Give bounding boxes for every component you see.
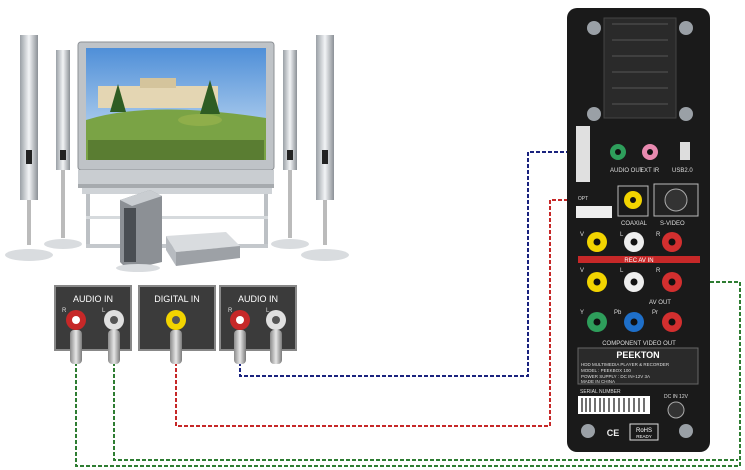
svg-text:L: L bbox=[102, 308, 106, 314]
svg-text:R: R bbox=[228, 308, 233, 314]
ext-ir-label: EXT IR bbox=[640, 168, 660, 174]
svg-text:V: V bbox=[580, 232, 584, 238]
speaker-far-left bbox=[5, 35, 53, 261]
svg-text:R: R bbox=[656, 268, 661, 274]
svg-text:R: R bbox=[62, 308, 67, 314]
s-video-label: S-VIDEO bbox=[660, 221, 685, 227]
screw bbox=[581, 424, 595, 438]
svg-text:MODEL : PEEKBOX 100: MODEL : PEEKBOX 100 bbox=[581, 368, 631, 373]
svg-text:OPT: OPT bbox=[578, 196, 588, 202]
av-out-label: AV OUT bbox=[649, 300, 671, 306]
brand-logo: PEEKTON bbox=[616, 350, 659, 360]
coaxial-label: COAXIAL bbox=[621, 221, 648, 227]
rec-av-in-label: REC AV IN bbox=[624, 258, 653, 264]
svg-text:RoHS: RoHS bbox=[636, 428, 652, 434]
optical-logo bbox=[576, 206, 612, 218]
svg-text:MADE IN CHINA: MADE IN CHINA bbox=[581, 379, 615, 384]
ce-mark: CE bbox=[607, 428, 620, 438]
cable-audio-out-blue bbox=[239, 151, 615, 377]
peekbox-rear-panel: OPT AUDIO OUT EXT IR USB2.0 COAXIAL S-VI… bbox=[567, 8, 710, 452]
svg-text:POWER SUPPLY : DC IN+12V 3A: POWER SUPPLY : DC IN+12V 3A bbox=[581, 374, 650, 379]
s-video-port bbox=[664, 188, 688, 212]
screw bbox=[679, 107, 693, 121]
speaker-far-right bbox=[301, 35, 349, 261]
svg-text:L: L bbox=[620, 232, 624, 238]
digital-in-label: DIGITAL IN bbox=[154, 294, 200, 304]
speaker-right bbox=[271, 50, 309, 249]
dc-in-port bbox=[667, 401, 685, 419]
svg-text:Pr: Pr bbox=[652, 310, 658, 316]
subwoofer bbox=[116, 190, 162, 272]
svg-text:R: R bbox=[656, 232, 661, 238]
component-video-out-label: COMPONENT VIDEO OUT bbox=[602, 341, 676, 347]
screw bbox=[587, 107, 601, 121]
usb-label: USB2.0 bbox=[672, 168, 693, 174]
audio-out-label: AUDIO OUT bbox=[610, 168, 644, 174]
rca-plugs bbox=[70, 330, 282, 364]
svg-text:V: V bbox=[580, 268, 584, 274]
screw bbox=[679, 424, 693, 438]
dc-in-label: DC IN 12V bbox=[664, 394, 689, 400]
speaker-left bbox=[44, 50, 82, 249]
svg-text:READY: READY bbox=[636, 434, 652, 439]
audio-in-panel-right: AUDIO IN R L bbox=[219, 285, 297, 351]
screw bbox=[679, 21, 693, 35]
svg-text:Pb: Pb bbox=[614, 310, 622, 316]
screw bbox=[587, 21, 601, 35]
dvd-player bbox=[166, 232, 240, 266]
svg-text:Y: Y bbox=[580, 310, 584, 316]
vent-grille bbox=[603, 17, 677, 119]
cable-av-out-green-2 bbox=[113, 362, 738, 461]
serial-number-label: SERIAL NUMBER bbox=[580, 389, 621, 395]
side-connector-strip bbox=[576, 126, 590, 182]
home-theater-illustration bbox=[5, 35, 349, 272]
svg-text:L: L bbox=[620, 268, 624, 274]
usb-port bbox=[680, 142, 690, 160]
svg-text:L: L bbox=[266, 308, 270, 314]
television bbox=[77, 41, 275, 188]
svg-text:HDD MULTIMEDIA PLAYER & RECORD: HDD MULTIMEDIA PLAYER & RECORDER bbox=[581, 362, 670, 367]
audio-in-left-label: AUDIO IN bbox=[73, 294, 113, 304]
audio-in-right-label: AUDIO IN bbox=[238, 294, 278, 304]
rohs-badge bbox=[629, 423, 659, 441]
